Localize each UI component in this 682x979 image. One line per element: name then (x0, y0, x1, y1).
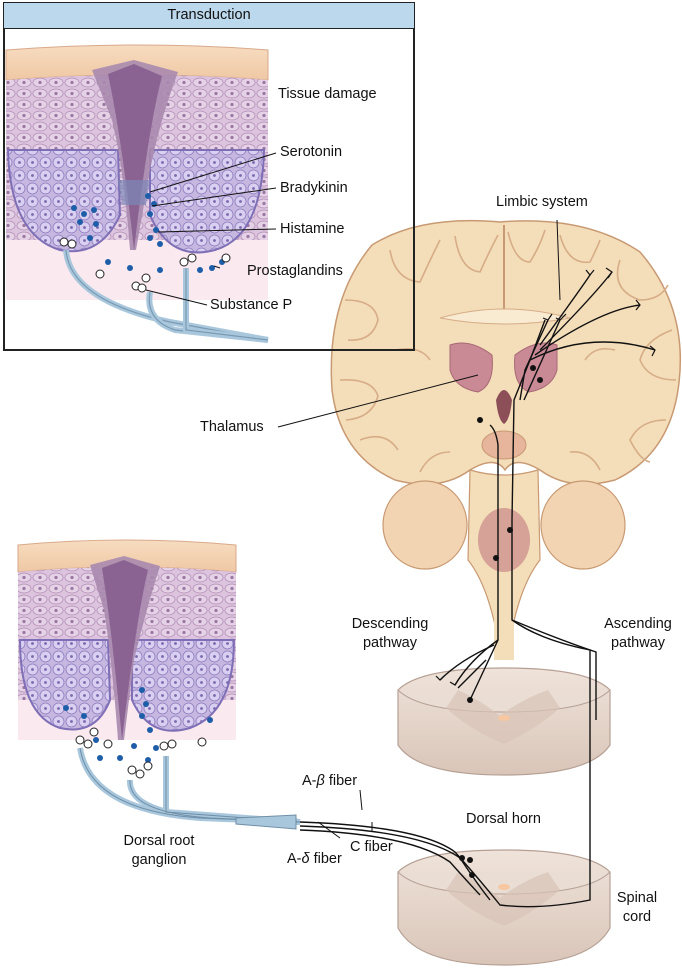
label-serotonin: Serotonin (280, 144, 343, 160)
label-dorsal-horn: Dorsal horn (466, 811, 541, 827)
label-c-fiber: C fiber (350, 839, 393, 855)
a-beta-prefix: A- (302, 773, 317, 789)
lower-skin-tissue (17, 539, 301, 830)
label-tissue-damage: Tissue damage (278, 86, 377, 102)
inset-nerve-fibers (63, 249, 269, 343)
a-beta-suffix: fiber (324, 773, 358, 789)
label-drg-line1: Dorsal root (123, 833, 195, 849)
a-delta-suffix: fiber (309, 851, 342, 867)
label-drg-line2: ganglion (131, 852, 187, 868)
label-bradykinin: Bradykinin (280, 180, 348, 196)
label-ascending-line2: pathway (610, 635, 665, 651)
label-spinal-line1: Spinal (616, 890, 658, 906)
inset-skin-tissue (5, 44, 269, 300)
label-descending-pathway: Descending pathway (345, 616, 435, 652)
inset-leader-lines (145, 152, 277, 306)
spinal-cord-upper-segment (397, 667, 611, 776)
a-delta-prefix: A- (287, 851, 302, 867)
afferent-fiber-bundle (77, 747, 301, 830)
brain-coronal-section (330, 219, 681, 660)
label-ascending-pathway: Ascending pathway (596, 616, 680, 652)
label-a-delta-fiber: A-δ fiber (287, 851, 342, 868)
label-spinal-line2: cord (622, 909, 652, 925)
pathway-lines (299, 271, 656, 908)
label-dorsal-root-ganglion: Dorsal root ganglion (110, 833, 208, 869)
main-leader-lines (277, 219, 561, 839)
label-ascending-line1: Ascending (604, 616, 672, 632)
label-substance-p: Substance P (210, 297, 293, 313)
label-descending-line2: pathway (362, 635, 417, 651)
label-thalamus: Thalamus (200, 419, 264, 435)
label-histamine: Histamine (280, 221, 345, 237)
label-prostaglandins: Prostaglandins (247, 263, 343, 279)
a-beta-symbol: β (316, 773, 325, 789)
label-a-beta-fiber: A-β fiber (302, 773, 357, 790)
label-descending-line1: Descending (351, 616, 429, 632)
inset-mediators (59, 193, 231, 293)
synapse-forks (435, 267, 656, 686)
transduction-inset (4, 3, 414, 350)
a-delta-symbol: δ (301, 851, 310, 867)
spinal-cord-lower-segment (397, 849, 611, 966)
label-limbic-system: Limbic system (496, 194, 588, 210)
label-spinal-cord: Spinal cord (612, 890, 662, 926)
inset-title: Transduction (4, 3, 414, 29)
pathway-nodes (459, 365, 543, 878)
